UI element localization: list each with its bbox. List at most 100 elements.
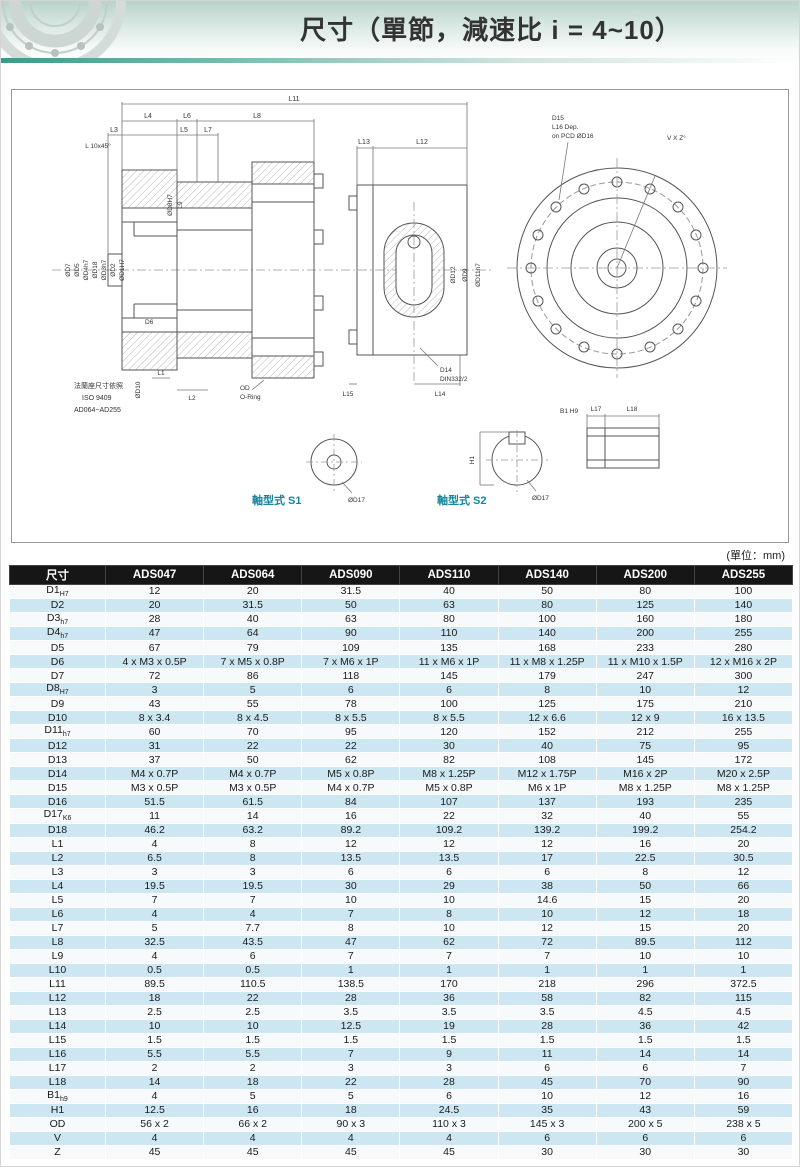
dim-value-cell: 72 [104,668,205,684]
dim-value-cell: 109 [301,640,401,656]
dim-value-cell: 13.5 [301,850,401,866]
dim-value-cell: 22 [203,990,303,1006]
dim-value-cell: 4 [104,1088,205,1104]
dim-label-cell: L3 [9,864,106,880]
dim-label-l6: L6 [183,113,191,120]
dim-value-cell: 16 x 13.5 [693,710,794,726]
dim-value-cell: 19.5 [104,878,205,894]
dim-label-d10: ØD10 [135,381,142,398]
dim-value-cell: 108 [497,752,597,768]
dim-value-cell: 12 [497,920,597,936]
dim-value-cell: 14 [693,1046,794,1062]
dim-value-cell: 47 [104,626,205,642]
dim-value-cell: 1.5 [595,1032,695,1048]
dim-value-cell: 115 [693,990,794,1006]
dim-label-cell: L7 [9,920,106,936]
dim-label-l13: L13 [358,139,370,146]
dim-value-cell: 45 [203,1144,303,1160]
dim-value-cell: 5.5 [104,1046,205,1062]
dim-value-cell: 100 [399,696,499,712]
column-header-model: ADS064 [203,565,303,585]
dim-value-cell: 1.5 [399,1032,499,1048]
dim-value-cell: 6 [399,682,499,698]
dim-value-cell: 29 [399,878,499,894]
dim-label-cell: L8 [9,934,106,950]
dim-value-cell: 20 [203,583,303,600]
column-header-model: ADS090 [301,565,401,585]
dim-value-cell: 8 [301,920,401,936]
dim-value-cell: 11 x M6 x 1P [399,654,499,670]
dim-value-cell: 6 [497,864,597,880]
dim-value-cell: 22.5 [595,850,695,866]
dim-value-cell: 3 [104,864,205,880]
dim-value-cell: M8 x 1.25P [595,780,695,796]
dim-label-cell: L12 [9,990,106,1006]
dim-value-cell: 10 [399,892,499,908]
dim-value-cell: 210 [693,696,794,712]
dim-value-cell: 38 [497,878,597,894]
dim-value-cell: 7 [301,906,401,922]
dim-label-d6: D6 [145,319,154,326]
dim-value-cell: 15 [595,892,695,908]
dim-label-cell: V [9,1130,106,1146]
unit-note: (單位：mm) [726,550,785,562]
dim-label-cell: D10 [9,710,106,726]
dim-label-l7: L7 [204,127,212,134]
dim-value-cell: 10 [497,1088,597,1104]
dim-value-cell: 6 [497,1060,597,1076]
header-divider [1,58,799,63]
dim-label-d4: ØD4h7 [83,259,90,280]
dim-value-cell: 200 x 5 [595,1116,695,1132]
dim-value-cell: 36 [595,1018,695,1034]
dim-value-cell: 145 x 3 [497,1116,597,1132]
dim-value-cell: 8 [399,906,499,922]
dim-value-cell: 43 [595,1102,695,1118]
dim-value-cell: 7 [203,892,303,908]
dim-value-cell: 8 x 5.5 [301,710,401,726]
dim-value-cell: M5 x 0.8P [399,780,499,796]
dim-value-cell: 168 [497,640,597,656]
dim-value-cell: 160 [595,612,695,628]
dim-label-s2-d17: ØD17 [532,495,549,502]
dim-value-cell: 125 [497,696,597,712]
dim-value-cell: 6 [693,1130,794,1146]
dim-label-cell: D13 [9,752,106,768]
dim-value-cell: 62 [301,752,401,768]
dim-value-cell: 110.5 [203,976,303,992]
dim-value-cell: 14 [104,1074,205,1090]
dim-value-cell: 1.5 [693,1032,794,1048]
dim-value-cell: 5 [203,682,303,698]
dim-value-cell: 43 [104,696,205,712]
shaft-type-s1-label: 軸型式 S1 [252,493,302,507]
dim-label-d5: ØD5 [74,263,81,277]
dim-value-cell: 10 [693,948,794,964]
oring-label-oring: O-Ring [240,394,261,401]
dim-value-cell: 50 [301,598,401,614]
dim-value-cell: 32.5 [104,934,205,950]
dim-value-cell: 59 [693,1102,794,1118]
dim-label-cell: L13 [9,1004,106,1020]
dim-value-cell: 10 [595,948,695,964]
dim-value-cell: 28 [104,612,205,628]
dim-value-cell: 170 [399,976,499,992]
dim-value-cell: 55 [203,696,303,712]
dim-value-cell: 218 [497,976,597,992]
dim-label-pcd-d16: on PCD ØD16 [552,133,594,140]
dim-label-cell: B1h9 [9,1088,106,1104]
dim-value-cell: 2.5 [203,1004,303,1020]
dim-value-cell: 6 [203,948,303,964]
dim-value-cell: 95 [301,724,401,740]
oring-label-od: OD [240,385,250,392]
